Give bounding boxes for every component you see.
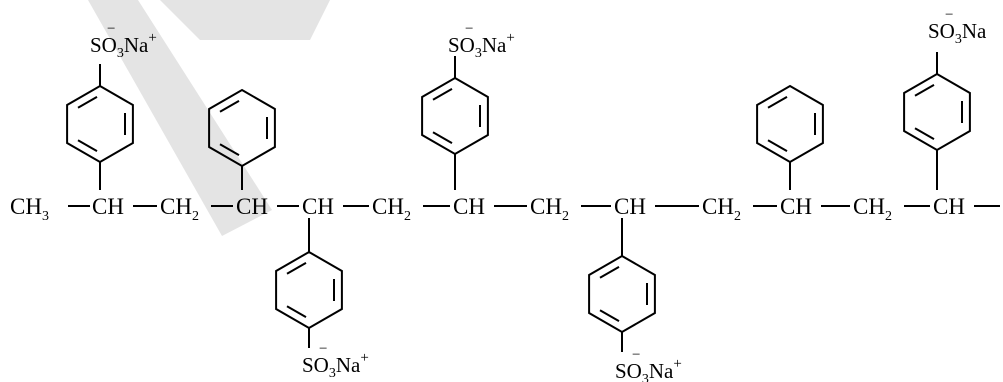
benzene-rings xyxy=(66,52,971,352)
sulfonate-group-5: SO3Na+ xyxy=(615,356,682,382)
watermark-shape-right xyxy=(160,0,330,40)
chain-group-6: CH xyxy=(453,194,485,219)
chain-group-11: CH2 xyxy=(853,194,892,224)
chain-group-4: CH xyxy=(302,194,334,219)
benzene-ring-1 xyxy=(66,84,134,164)
chain-group-10: CH xyxy=(780,194,812,219)
sulfonate-charge-1: − xyxy=(107,21,115,37)
sulfonate-group-2: SO3Na+ xyxy=(448,30,515,61)
ring-1-double-bond-2 xyxy=(77,139,98,152)
ring-7-double-bond-3 xyxy=(914,84,935,97)
sulfonate-group-3: SO3Na xyxy=(928,19,987,47)
sulfonate-group-1: SO3Na+ xyxy=(90,30,157,61)
ring-3-double-bond-3 xyxy=(432,88,453,101)
ring-1-double-bond-3 xyxy=(77,96,98,109)
benzene-ring-6 xyxy=(756,84,824,164)
chain-group-0: CH3 xyxy=(10,194,49,224)
backbone-chain: CH3 CH CH2 CH CH CH2 CH CH2 CH CH2 CH CH… xyxy=(10,194,965,224)
sulfonate-charge-5: − xyxy=(632,347,640,363)
ring-2-double-bond-3 xyxy=(219,100,240,113)
ring-4-double-bond-2 xyxy=(286,305,307,318)
chain-group-8: CH xyxy=(614,194,646,219)
ring-3-double-bond-2 xyxy=(432,131,453,144)
benzene-ring-4 xyxy=(275,250,343,330)
watermark-shape-left xyxy=(88,0,272,236)
chain-group-2: CH2 xyxy=(160,194,199,224)
chain-group-12: CH xyxy=(933,194,965,219)
ring-7-double-bond-2 xyxy=(914,127,935,140)
chain-group-5: CH2 xyxy=(372,194,411,224)
benzene-ring-2 xyxy=(208,88,276,168)
chain-group-9: CH2 xyxy=(702,194,741,224)
sulfonate-group-4: SO3Na+ xyxy=(302,350,369,381)
sulfonate-charge-3: − xyxy=(945,7,953,23)
ring-2-double-bond-2 xyxy=(219,143,240,156)
ring-5-double-bond-2 xyxy=(599,309,620,322)
sulfonate-charge-4: − xyxy=(319,341,327,357)
ring-6-double-bond-2 xyxy=(767,139,788,152)
chain-group-7: CH2 xyxy=(530,194,569,224)
ring-6-double-bond-3 xyxy=(767,96,788,109)
sulfonate-charge-2: − xyxy=(465,21,473,37)
ring-4-double-bond-3 xyxy=(286,262,307,275)
benzene-ring-7 xyxy=(903,72,971,152)
chain-group-1: CH xyxy=(92,194,124,219)
chain-group-3: CH xyxy=(236,194,268,219)
ring-5-double-bond-3 xyxy=(599,266,620,279)
benzene-ring-5 xyxy=(588,254,656,334)
sulfonate-labels: SO3Na+ − SO3Na+ − SO3Na − SO3Na+ − SO3Na… xyxy=(90,7,987,382)
benzene-ring-3 xyxy=(421,76,489,156)
